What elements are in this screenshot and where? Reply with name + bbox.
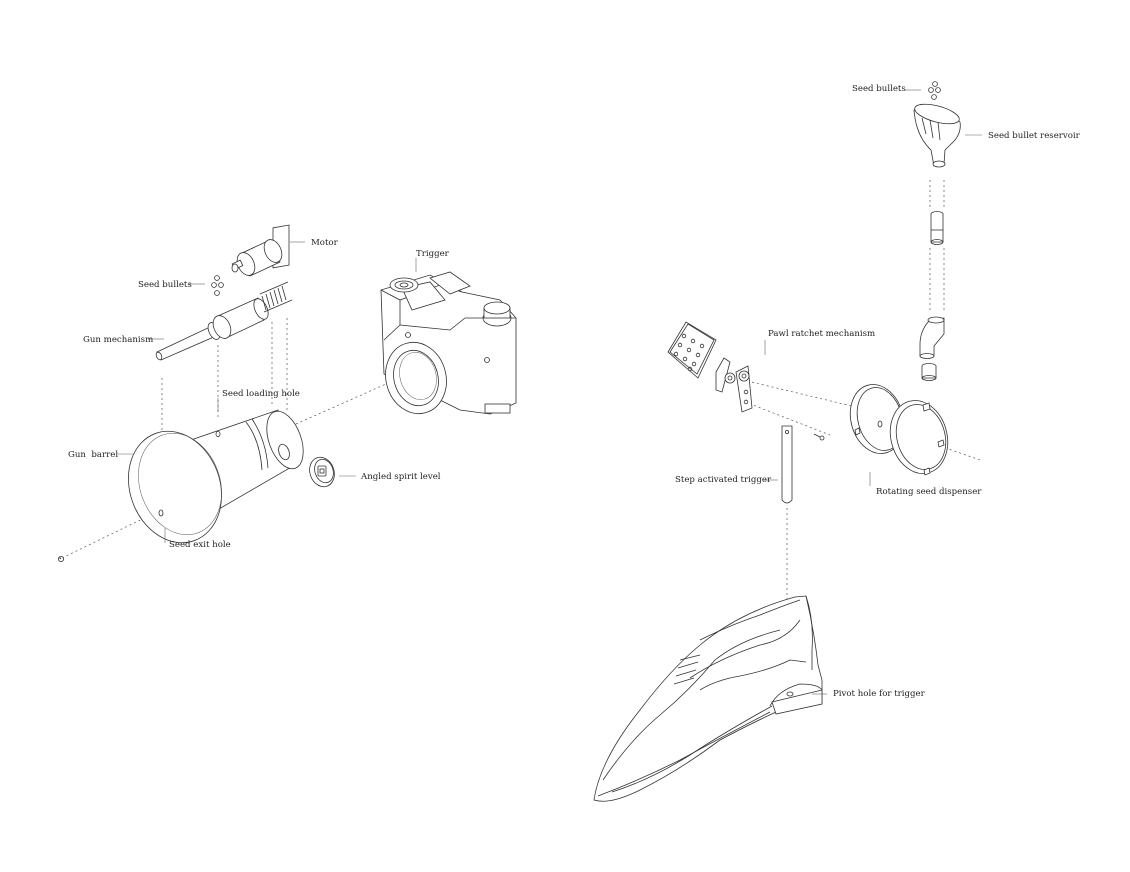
rotating-seed-dispenser [849, 384, 949, 476]
camera-body [380, 271, 517, 415]
label-seed-bullets-left: Seed bullets [138, 280, 192, 290]
label-rotating-seed-dispenser: Rotating seed dispenser [876, 487, 982, 497]
label-seed-exit-hole: Seed exit hole [169, 540, 231, 550]
seed-bullet-reservoir [913, 103, 961, 168]
seed-bullets-cluster-right [928, 81, 941, 100]
step-activated-trigger-rod [781, 425, 793, 504]
ratchet-axis-line [717, 373, 861, 409]
seed-bullet-icon [58, 556, 65, 563]
seed-bullets-cluster-left [211, 275, 224, 296]
ratchet-mechanism [715, 357, 753, 413]
pawl-plate [667, 321, 717, 379]
label-seed-bullets-right: Seed bullets [852, 84, 906, 94]
shoe [593, 595, 823, 802]
label-step-activated-trigger: Step activated trigger [675, 475, 772, 485]
label-gun-mechanism: Gun mechanism [83, 335, 153, 345]
label-motor: Motor [311, 238, 339, 248]
label-seed-loading-hole: Seed loading hole [222, 389, 300, 399]
small-connector [921, 363, 937, 381]
motor [231, 239, 283, 277]
label-trigger: Trigger [416, 249, 450, 259]
screw [813, 433, 825, 441]
angled-spirit-level [309, 456, 335, 488]
label-gun-barrel: Gun barrel [68, 450, 118, 460]
label-pivot-hole-for-trigger: Pivot hole for trigger [833, 689, 926, 699]
label-angled-spirit-level: Angled spirit level [360, 472, 441, 482]
pawl-drop-line [739, 399, 831, 436]
barrel-camera-axis-line [295, 379, 396, 425]
label-seed-bullet-reservoir: Seed bullet reservoir [988, 131, 1081, 141]
label-pawl-ratchet-mechanism: Pawl ratchet mechanism [768, 329, 875, 339]
upper-tube [930, 211, 944, 245]
elbow-pipe [919, 316, 945, 359]
gun-barrel [128, 409, 304, 544]
